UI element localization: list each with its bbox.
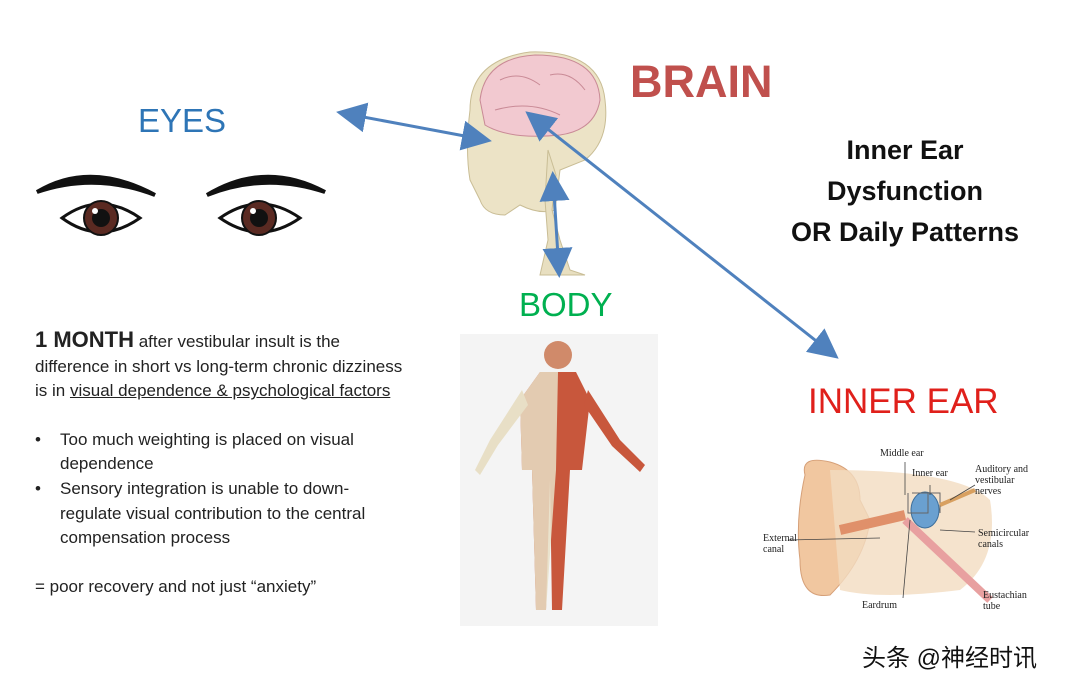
lead-underlined: visual dependence & psychological factor…	[69, 381, 391, 401]
cause-line: OR Daily Patterns	[790, 217, 1020, 247]
ear-label-semicircular: Semicircular canals	[978, 528, 1030, 550]
ear-label-external-canal: External canal	[763, 533, 797, 555]
explanation-text: 1 MONTH after vestibular insult is the d…	[35, 327, 405, 599]
inner-ear-illustration	[787, 459, 993, 603]
lead-rest: after vestibular insult is the differenc…	[35, 332, 403, 401]
cause-line: Inner Ear	[846, 135, 964, 165]
lead-bold: 1 MONTH	[35, 327, 134, 352]
brain-label: BRAIN	[630, 56, 773, 107]
right-eye-icon	[205, 174, 326, 236]
brain-skull-illustration	[467, 51, 607, 276]
cause-text: Inner Ear Dysfunction OR Daily Patterns	[760, 130, 1050, 253]
watermark: 头条 @神经时讯	[862, 645, 1038, 672]
left-eye-icon	[35, 174, 156, 236]
conclusion: = poor recovery and not just “anxiety”	[35, 576, 317, 596]
body-anatomy-illustration	[460, 334, 658, 626]
ear-label-eardrum: Eardrum	[862, 600, 897, 611]
eyes-label: EYES	[138, 102, 227, 139]
lead-paragraph: 1 MONTH after vestibular insult is the d…	[35, 327, 405, 404]
brain-inner-ear-arrow	[525, 111, 839, 359]
ear-label-middle: Middle ear	[880, 448, 924, 459]
bullet-item: Sensory integration is unable to down-re…	[35, 477, 405, 551]
cause-line: Dysfunction	[826, 176, 983, 206]
body-label: BODY	[519, 286, 613, 323]
bullet-list: Too much weighting is placed on visual d…	[35, 428, 405, 551]
inner-ear-label: INNER EAR	[808, 382, 999, 421]
ear-label-inner: Inner ear	[912, 468, 948, 479]
eyes-brain-arrow	[336, 102, 492, 151]
bullet-item: Too much weighting is placed on visual d…	[35, 428, 405, 477]
ear-label-nerves: Auditory and vestibular nerves	[975, 464, 1029, 497]
ear-label-eustachian: Eustachian tube	[983, 590, 1027, 612]
